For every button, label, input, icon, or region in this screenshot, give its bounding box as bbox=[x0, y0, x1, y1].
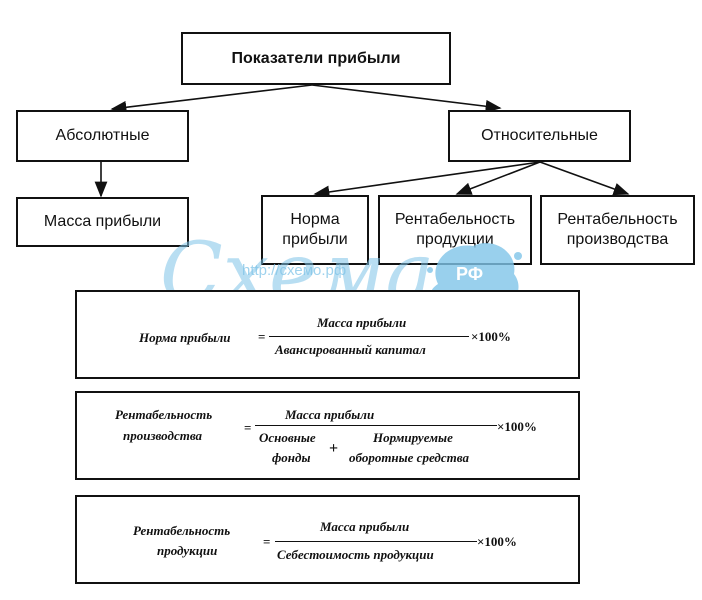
f2-fraction-bar bbox=[255, 425, 497, 426]
f2-lhs-line2: производства bbox=[123, 428, 203, 443]
f1-fraction-bar bbox=[269, 336, 469, 337]
f1-factor: ×100% bbox=[471, 329, 511, 344]
f3-factor: ×100% bbox=[477, 534, 517, 549]
f3-equals: = bbox=[263, 534, 271, 549]
formula-product-profitability: Рентабельность продукции = Масса прибыли… bbox=[75, 495, 580, 584]
product-profitability-box: Рентабельность продукции bbox=[378, 195, 532, 265]
f3-lhs-line2: продукции bbox=[157, 543, 218, 558]
arrow-root-to-relative bbox=[311, 84, 502, 113]
formula-profit-rate: Норма прибыли = Масса прибыли Авансирова… bbox=[75, 290, 580, 379]
arrow-root-to-absolute bbox=[110, 84, 313, 114]
arrow-relative-to-rate bbox=[313, 161, 541, 199]
production-profitability-box: Рентабельность производства bbox=[540, 195, 695, 265]
f2-den-b-line2: оборотные средства bbox=[349, 450, 469, 465]
f1-lhs: Норма прибыли bbox=[139, 330, 231, 345]
f2-lhs-line1: Рентабельность bbox=[115, 407, 213, 422]
profit-rate-label: Норма прибыли bbox=[282, 211, 348, 248]
relative-box: Относительные bbox=[448, 110, 631, 162]
arrow-relative-to-production bbox=[539, 161, 630, 196]
profit-mass-label: Масса прибыли bbox=[43, 213, 162, 230]
f3-fraction-bar bbox=[275, 541, 477, 542]
f3-denominator: Себестоимость продукции bbox=[277, 547, 434, 562]
profit-mass-box: Масса прибыли bbox=[16, 197, 189, 247]
f2-equals: = bbox=[244, 420, 252, 435]
f1-denominator: Авансированный капитал bbox=[275, 342, 426, 357]
relative-label: Относительные bbox=[481, 127, 598, 144]
f3-lhs-line1: Рентабельность bbox=[133, 523, 231, 538]
f2-den-a-line2: фонды bbox=[272, 450, 311, 465]
formula-production-profitability: Рентабельность производства = Масса приб… bbox=[75, 391, 580, 480]
f2-plus: + bbox=[329, 440, 339, 457]
f1-equals: = bbox=[258, 329, 266, 344]
absolute-box: Абсолютные bbox=[16, 110, 189, 162]
product-profitability-label: Рентабельность продукции bbox=[394, 211, 516, 248]
profit-rate-box: Норма прибыли bbox=[261, 195, 369, 265]
f1-numerator: Масса прибыли bbox=[317, 315, 407, 330]
f2-factor: ×100% bbox=[497, 419, 537, 434]
f2-den-a-line1: Основные bbox=[259, 430, 316, 445]
absolute-label: Абсолютные bbox=[55, 127, 150, 144]
root-box: Показатели прибыли bbox=[181, 32, 451, 85]
f3-numerator: Масса прибыли bbox=[320, 519, 410, 534]
f2-numerator: Масса прибыли bbox=[285, 407, 375, 422]
arrow-relative-to-product bbox=[455, 161, 541, 195]
production-profitability-label: Рентабельность производства bbox=[557, 211, 678, 248]
f2-den-b-line1: Нормируемые bbox=[373, 430, 453, 445]
root-label: Показатели прибыли bbox=[231, 49, 401, 67]
